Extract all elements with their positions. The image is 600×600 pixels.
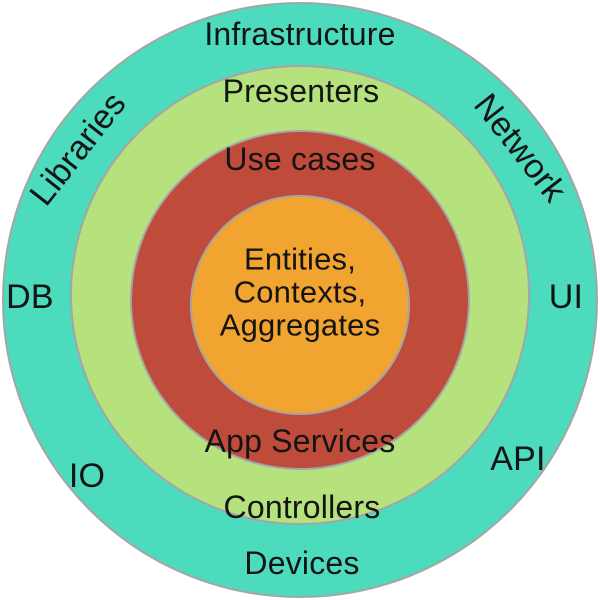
label-api: API <box>490 440 546 478</box>
label-app-services: App Services <box>204 423 396 459</box>
label-use-cases: Use cases <box>224 141 376 177</box>
label-ui: UI <box>548 278 584 316</box>
core-line-contexts: Contexts, <box>233 274 367 310</box>
label-io: IO <box>68 457 106 495</box>
label-controllers: Controllers <box>223 489 381 525</box>
core-circle <box>190 195 410 415</box>
core-line-aggregates: Aggregates <box>219 307 381 343</box>
label-devices: Devices <box>244 545 360 581</box>
label-core-entities: Entities, Contexts, Aggregates <box>220 243 381 342</box>
label-db: DB <box>6 278 54 316</box>
core-line-entities: Entities, <box>243 241 357 277</box>
label-presenters: Presenters <box>222 73 380 109</box>
label-infrastructure: Infrastructure <box>204 16 396 52</box>
